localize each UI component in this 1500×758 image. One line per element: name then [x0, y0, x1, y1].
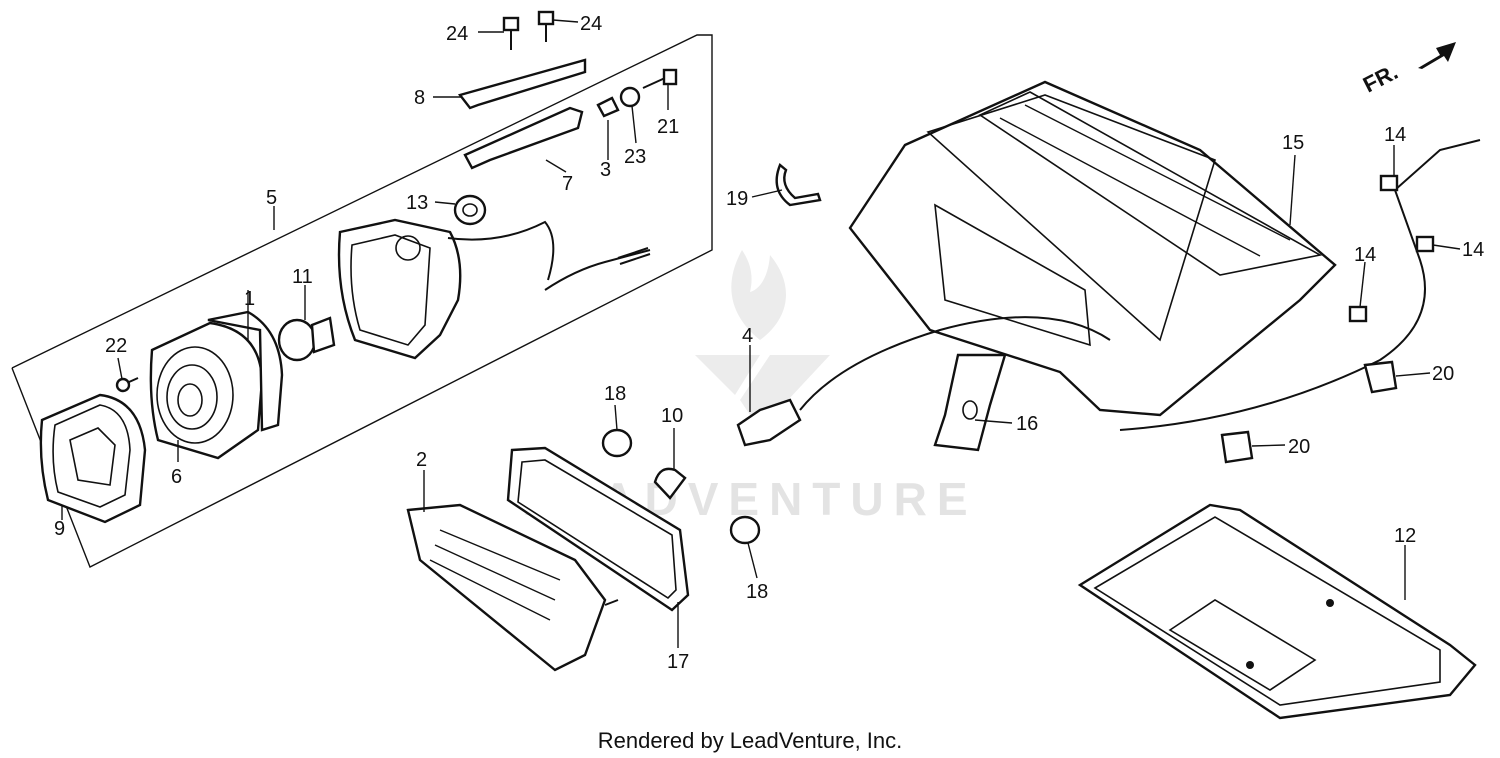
part-small-bulb — [653, 467, 687, 500]
callout-10: 10 — [661, 405, 683, 427]
part-clip-14-mid — [1348, 305, 1368, 323]
part-tray — [1077, 503, 1477, 720]
part-lamp-housing — [337, 218, 651, 360]
part-bolt-24-left — [502, 16, 520, 50]
part-bolt-24-right — [537, 10, 555, 42]
part-gasket — [207, 310, 284, 432]
part-screw — [115, 377, 139, 393]
callout-13: 13 — [406, 192, 428, 214]
callout-20a: 20 — [1432, 363, 1454, 385]
part-grommet-18-lower — [729, 515, 761, 545]
part-grommet — [453, 194, 487, 226]
part-tail-lens — [149, 321, 264, 460]
part-washer — [619, 86, 641, 108]
part-clip-14-right — [1415, 235, 1435, 253]
part-bracket-upper — [457, 58, 587, 110]
part-lens-gasket — [506, 446, 690, 612]
part-collar — [596, 96, 620, 118]
watermark-v-icon — [695, 355, 830, 430]
callout-19: 19 — [726, 188, 748, 210]
part-reflector-lens — [406, 503, 619, 672]
callout-9: 9 — [54, 518, 65, 540]
callout-12: 12 — [1394, 525, 1416, 547]
part-lens-frame — [39, 393, 147, 524]
callout-6: 6 — [171, 466, 182, 488]
leader-lines — [61, 19, 1461, 648]
callout-20b: 20 — [1288, 436, 1310, 458]
callout-15: 15 — [1282, 132, 1304, 154]
front-direction-indicator: FR. — [1359, 42, 1456, 97]
part-clamp — [775, 163, 822, 207]
callout-7: 7 — [562, 173, 573, 195]
callout-4: 4 — [742, 325, 753, 347]
callout-18b: 18 — [746, 581, 768, 603]
credit-footer: Rendered by LeadVenture, Inc. — [597, 728, 903, 753]
callout-17: 17 — [667, 651, 689, 673]
part-mount-bracket — [933, 353, 1007, 452]
callout-3: 3 — [600, 159, 611, 181]
part-clip-20-lower — [1220, 430, 1254, 464]
callout-24a: 24 — [446, 23, 468, 45]
callout-21: 21 — [657, 116, 679, 138]
callout-24b: 24 — [580, 13, 602, 35]
callout-5: 5 — [266, 187, 277, 209]
part-socket-harness — [736, 139, 1481, 447]
assembly-frame — [11, 34, 713, 568]
callout-18a: 18 — [604, 383, 626, 405]
watermark-flame-icon — [731, 250, 787, 340]
part-bulb — [277, 316, 336, 362]
part-bolt-21 — [642, 68, 678, 89]
callout-2: 2 — [416, 449, 427, 471]
part-bracket-lower — [463, 106, 584, 170]
callout-8: 8 — [414, 87, 425, 109]
callout-16: 16 — [1016, 413, 1038, 435]
callout-23: 23 — [624, 146, 646, 168]
callout-14a: 14 — [1384, 124, 1406, 146]
part-clip-14-top — [1379, 174, 1399, 192]
callouts: 1 2 3 4 5 6 7 8 9 10 11 12 13 14 14 14 1… — [54, 13, 1484, 673]
callout-14c: 14 — [1354, 244, 1376, 266]
part-cover — [848, 80, 1337, 417]
part-grommet-18-upper — [601, 428, 633, 458]
front-arrow-icon — [1418, 42, 1456, 69]
callout-11: 11 — [292, 266, 313, 288]
callout-1: 1 — [244, 288, 255, 310]
part-clip-20-right — [1363, 360, 1398, 394]
callout-14b: 14 — [1462, 239, 1484, 261]
front-direction-label: FR. — [1359, 59, 1402, 97]
callout-22: 22 — [105, 335, 127, 357]
